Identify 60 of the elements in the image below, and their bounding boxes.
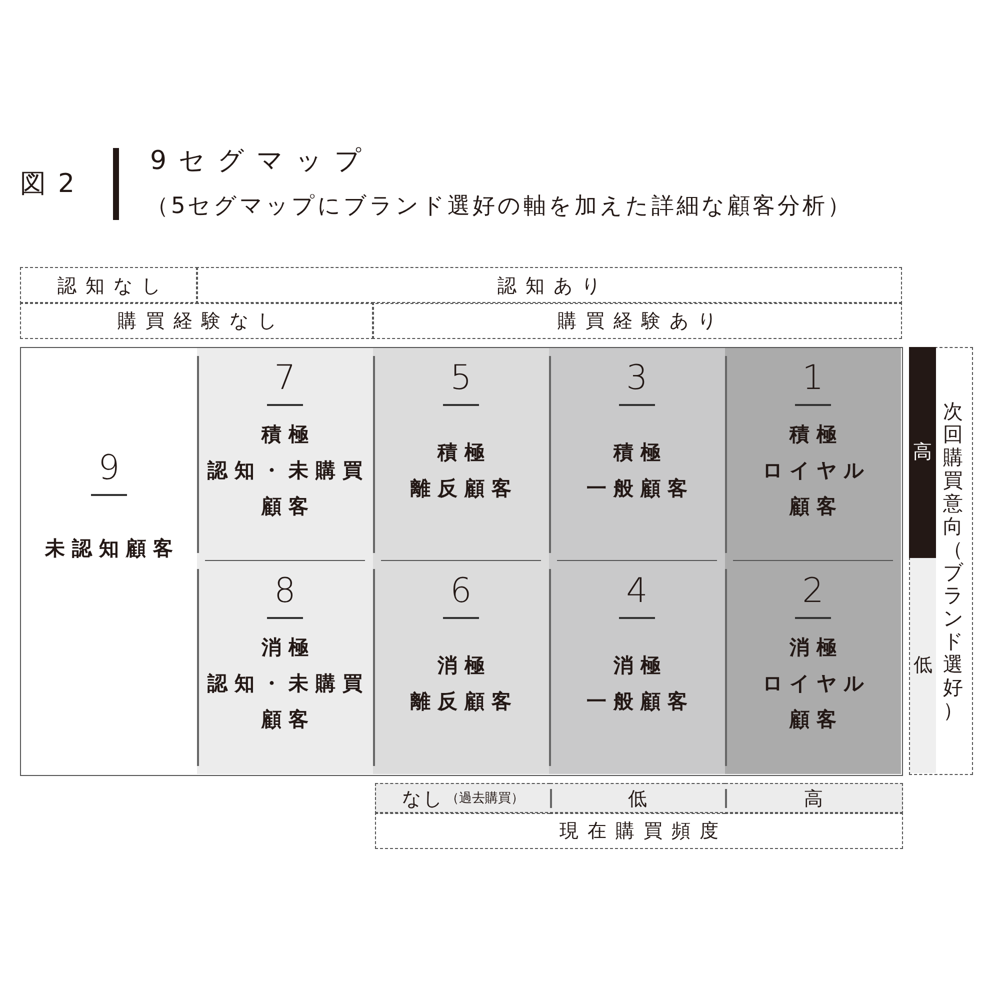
diagram-title: 9セグマップ [150, 145, 374, 177]
segment-name: ロイヤル顧客 [762, 670, 872, 734]
level-label: 高 [912, 440, 932, 464]
axis-label: 購買経験なし [118, 308, 286, 332]
segment-cell [725, 561, 901, 774]
axis-label: 認知あり [498, 274, 610, 298]
axis-title: 次回購買意向（ブランド選好） [942, 400, 964, 722]
axis-header-band [372, 302, 902, 339]
axis-box [909, 347, 973, 775]
axis-label: 現在購買頻度 [560, 818, 728, 842]
segment-number: 5 [450, 358, 472, 398]
frequency-band [725, 783, 903, 814]
frequency-band [550, 783, 725, 814]
segment-cell [373, 348, 549, 561]
segment-number: 4 [626, 571, 648, 611]
axis-label: 高 [804, 786, 832, 810]
segment-name: 未認知顧客 [44, 534, 180, 562]
segment-cell [373, 561, 549, 774]
figure-number: 図2 [20, 168, 87, 200]
segment-name: 積極 [612, 439, 668, 466]
segment-name: 消極 [788, 634, 844, 662]
segment-cell [549, 561, 725, 774]
segment-name: 積極 [260, 421, 316, 448]
axis-header-band [20, 302, 374, 339]
segment-number: 8 [274, 571, 296, 611]
frequency-band [375, 783, 550, 814]
segment-name: 一般顧客 [586, 475, 694, 502]
level-bar [908, 346, 936, 558]
segment-number: 1 [802, 358, 824, 398]
segment-number: 9 [98, 448, 120, 488]
segment-cell [549, 348, 725, 561]
segment-number: 3 [626, 358, 648, 398]
segment-name: 消極 [612, 652, 668, 680]
segment-name: 積極 [788, 421, 844, 448]
axis-label: なし [402, 786, 444, 810]
segment-name: 離反顧客 [410, 475, 518, 502]
segment-name: 消極 [260, 634, 316, 662]
axis-label: 低 [628, 786, 656, 810]
segment-name: 一般顧客 [586, 688, 694, 716]
segment-number: 6 [450, 571, 472, 611]
axis-header-band [375, 812, 903, 849]
segment-name: 認知・未購買顧客 [206, 457, 370, 520]
axis-label: 購買経験あり [558, 308, 726, 332]
segment-cell [725, 348, 901, 561]
level-bar [910, 558, 936, 773]
segment-name: 認知・未購買顧客 [206, 670, 370, 734]
subtitle: （5セグマップにブランド選好の軸を加えた詳細な顧客分析） [146, 192, 852, 221]
segment-name: 積極 [436, 439, 492, 466]
segment-number: 7 [274, 358, 296, 398]
segment-name: ロイヤル顧客 [762, 457, 872, 520]
axis-label: 認知なし [58, 274, 170, 298]
segment-name: 消極 [436, 652, 492, 680]
segment-cell [197, 561, 373, 774]
axis-header-band [20, 267, 198, 304]
segment-cell [197, 348, 373, 561]
level-label: 低 [914, 653, 932, 678]
segment-name: 離反顧客 [410, 688, 518, 716]
axis-note: （過去購買） [446, 790, 524, 808]
axis-header-band [196, 267, 902, 304]
segment-number: 2 [802, 571, 824, 611]
